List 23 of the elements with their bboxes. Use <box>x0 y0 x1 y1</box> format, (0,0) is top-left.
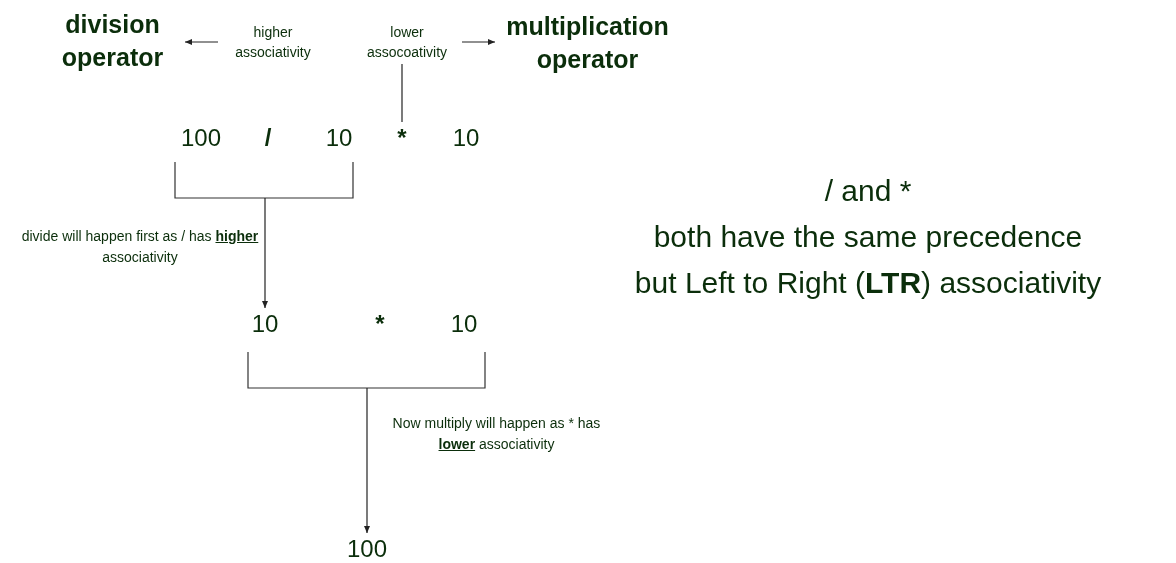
arrow <box>262 197 268 309</box>
number: 10 <box>248 308 282 340</box>
operator-symbol: / <box>258 122 278 154</box>
bracket <box>247 351 486 389</box>
associativity-label: higher associativity <box>218 20 328 64</box>
note-text: both have the same precedence <box>653 219 1083 255</box>
operator-label: division operator <box>40 6 185 76</box>
leader-line <box>401 63 403 123</box>
operator-symbol: * <box>392 122 412 154</box>
note-text: / and * <box>824 173 912 209</box>
operator-symbol: * <box>370 308 390 340</box>
note-text: but Left to Right (LTR) associativity <box>634 265 1102 301</box>
associativity-label: lower assocoativity <box>352 20 462 64</box>
number: 10 <box>322 122 356 154</box>
bracket <box>174 161 354 199</box>
arrow <box>461 39 496 45</box>
number: 100 <box>176 122 226 154</box>
arrow <box>184 39 219 45</box>
arrow <box>364 387 370 534</box>
operator-label: multiplication operator <box>495 8 680 78</box>
number: 10 <box>449 122 483 154</box>
number: 100 <box>342 533 392 563</box>
number: 10 <box>447 308 481 340</box>
